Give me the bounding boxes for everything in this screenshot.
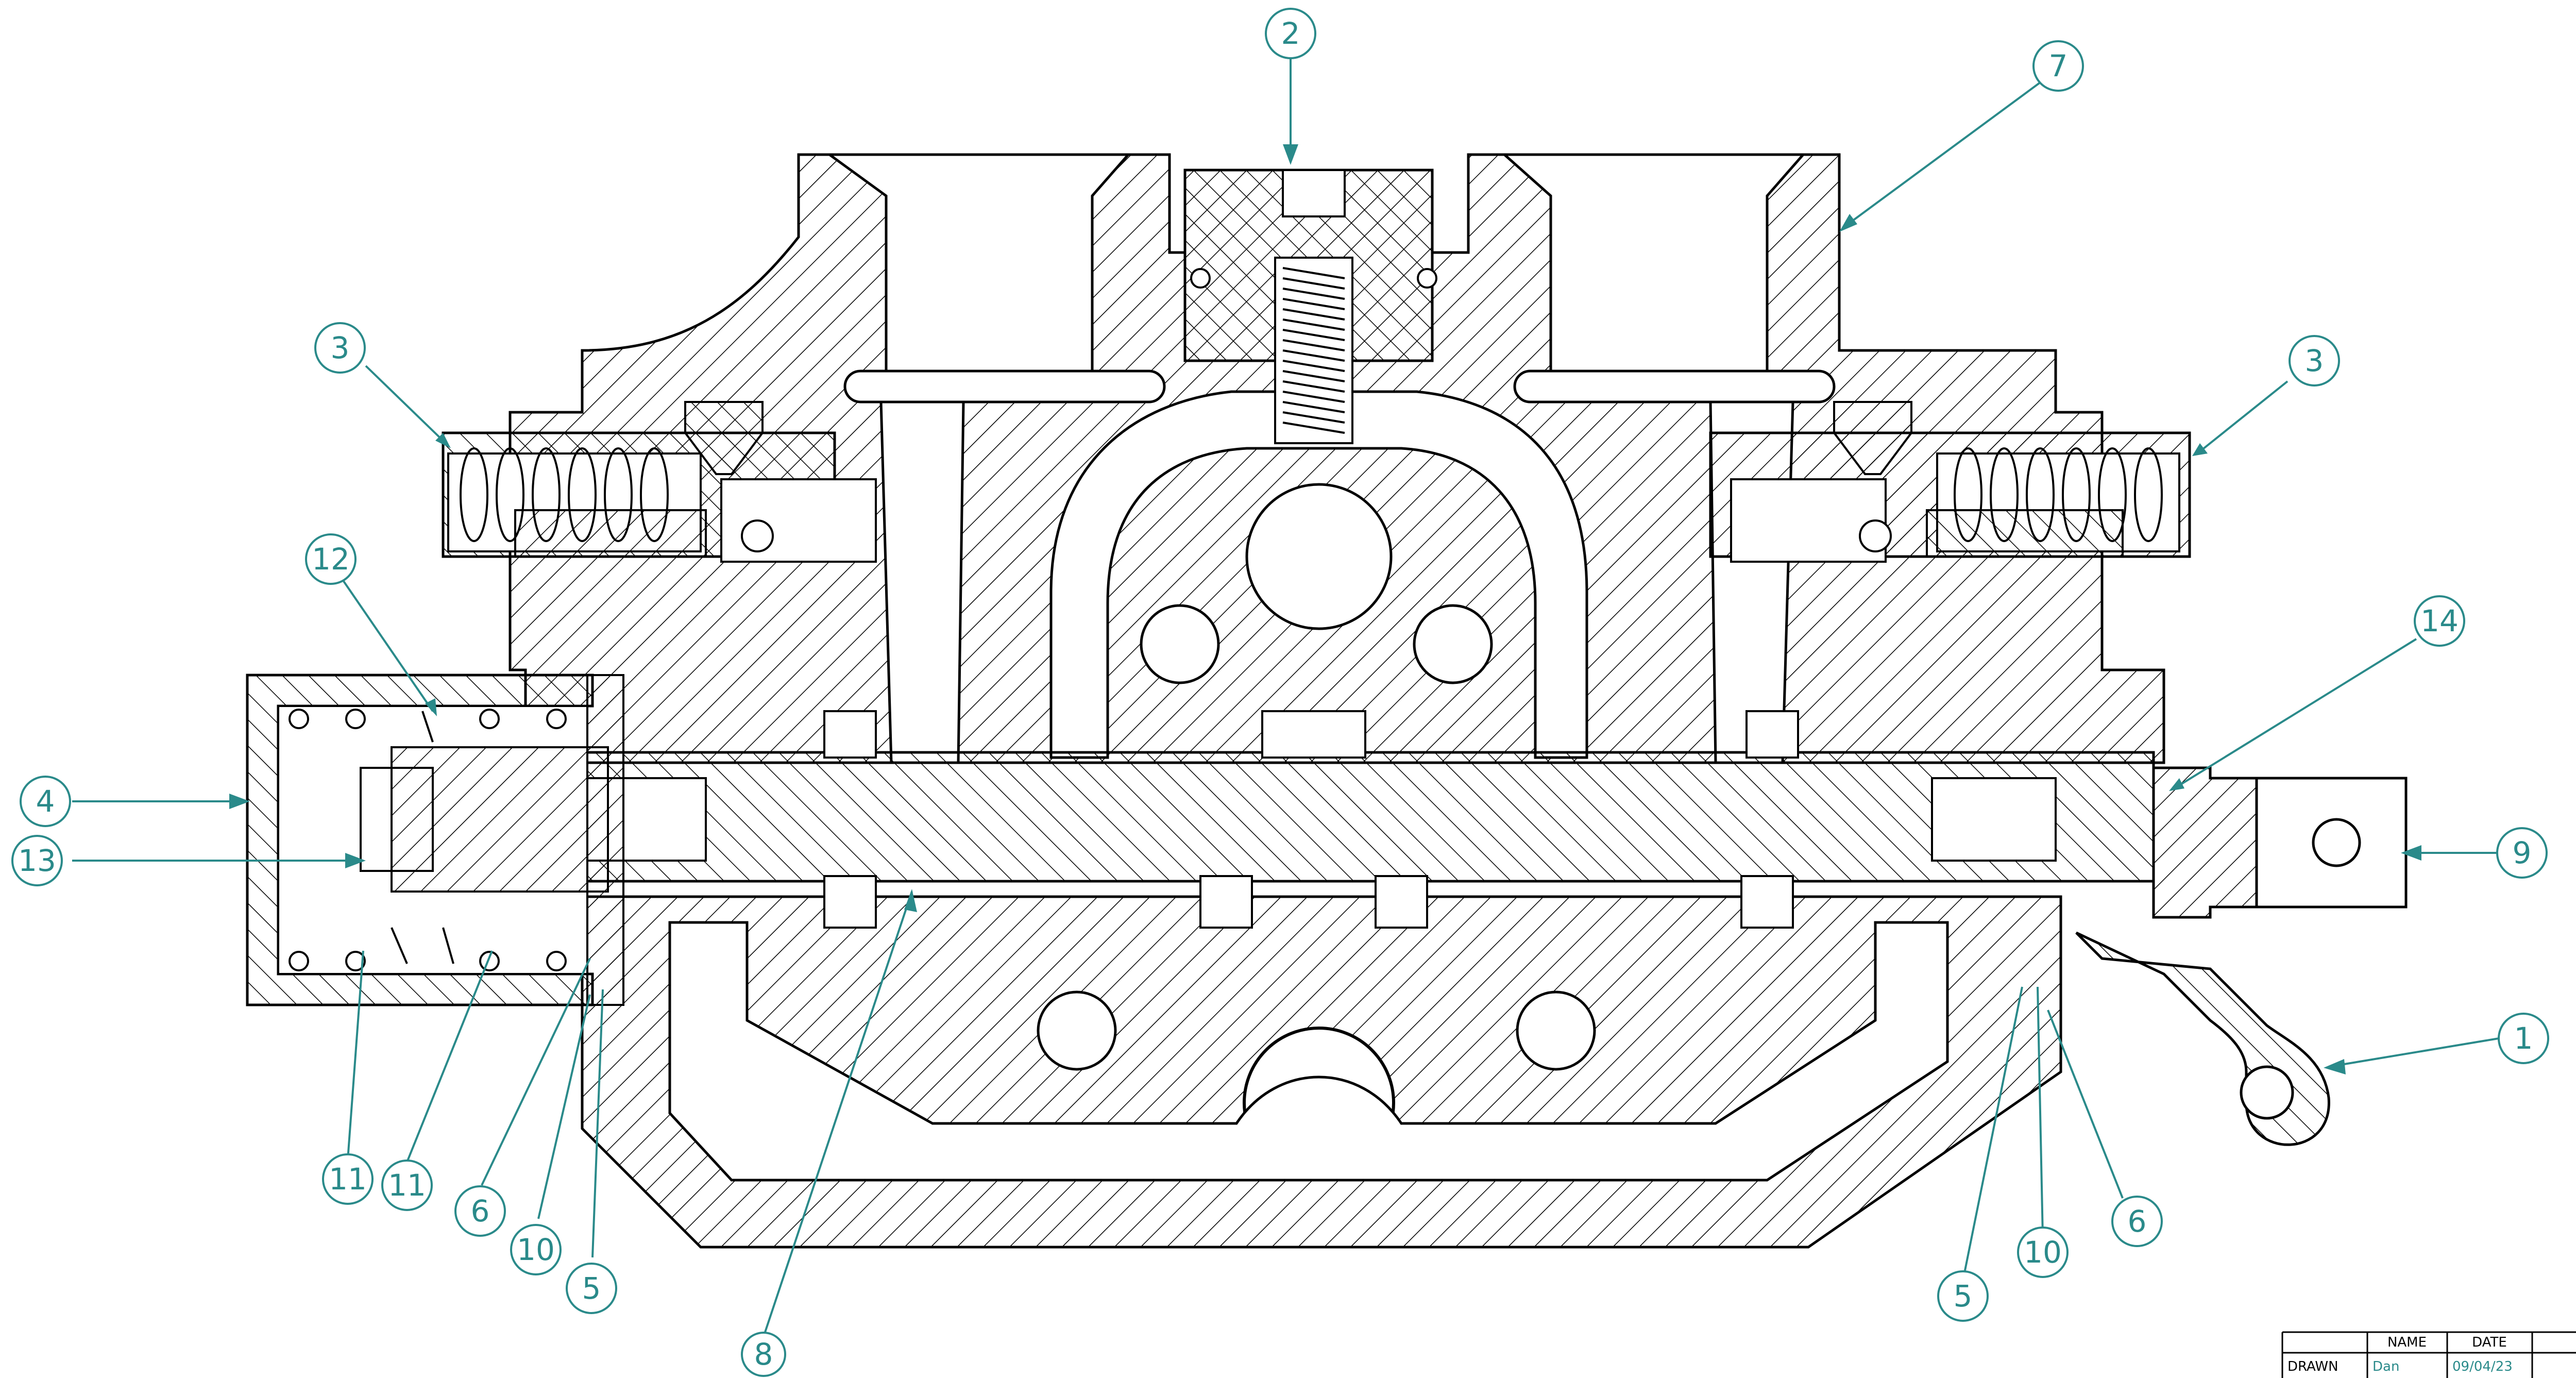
balloon-10-left: 10 <box>510 1224 562 1275</box>
svg-text:7: 7 <box>2049 48 2068 83</box>
title-block-drawn-label: DRAWN <box>2287 1359 2338 1374</box>
left-relief-valve <box>442 401 877 563</box>
arrowheads <box>229 144 2421 1074</box>
svg-text:5: 5 <box>1954 1279 1973 1314</box>
svg-text:5: 5 <box>582 1271 601 1306</box>
right-lever <box>2075 766 2408 1146</box>
svg-text:2: 2 <box>1281 16 1300 51</box>
svg-text:6: 6 <box>471 1194 490 1229</box>
svg-text:8: 8 <box>754 1337 773 1372</box>
title-block-date-header: DATE <box>2472 1335 2507 1350</box>
balloon-1: 1 <box>2498 1013 2549 1064</box>
right-relief-valve <box>1709 401 2191 563</box>
svg-text:1: 1 <box>2514 1021 2533 1056</box>
left-spring-cap <box>246 674 624 1006</box>
leader-lines <box>72 52 2499 1340</box>
svg-text:11: 11 <box>329 1162 367 1197</box>
balloon-6-right: 6 <box>2111 1196 2163 1247</box>
balloon-12: 12 <box>305 533 357 585</box>
svg-text:10: 10 <box>2024 1235 2062 1270</box>
title-block-drawn-name: Dan <box>2372 1359 2399 1374</box>
balloon-11-a: 11 <box>322 1153 374 1205</box>
svg-text:11: 11 <box>388 1168 426 1203</box>
svg-text:3: 3 <box>2305 343 2324 378</box>
balloon-8: 8 <box>741 1332 786 1377</box>
valve-housing <box>509 153 2165 1249</box>
svg-text:6: 6 <box>2128 1204 2147 1239</box>
balloon-3-right: 3 <box>2289 335 2340 386</box>
balloon-7: 7 <box>2032 40 2084 92</box>
svg-text:13: 13 <box>18 843 56 878</box>
svg-text:9: 9 <box>2513 835 2532 870</box>
balloon-14: 14 <box>2414 595 2465 647</box>
title-block: NAME DATE DRAWN Dan 09/04/23 <box>2281 1331 2576 1378</box>
svg-text:14: 14 <box>2420 603 2459 638</box>
title-block-name-header: NAME <box>2387 1335 2427 1350</box>
balloon-5-right: 5 <box>1937 1270 1989 1322</box>
svg-text:3: 3 <box>331 330 350 365</box>
balloon-11-b: 11 <box>381 1159 433 1211</box>
svg-text:12: 12 <box>312 542 350 577</box>
title-block-drawn-date: 09/04/23 <box>2452 1359 2513 1374</box>
balloon-3-left: 3 <box>314 322 366 374</box>
svg-text:10: 10 <box>517 1232 555 1267</box>
balloon-13: 13 <box>11 835 63 886</box>
balloon-2: 2 <box>1265 8 1316 59</box>
balloon-9: 9 <box>2496 827 2548 879</box>
balloon-5-left: 5 <box>566 1263 617 1314</box>
balloon-10-right: 10 <box>2017 1226 2069 1278</box>
balloon-6-left: 6 <box>454 1185 506 1237</box>
svg-text:4: 4 <box>36 784 55 819</box>
balloon-4: 4 <box>20 776 71 827</box>
